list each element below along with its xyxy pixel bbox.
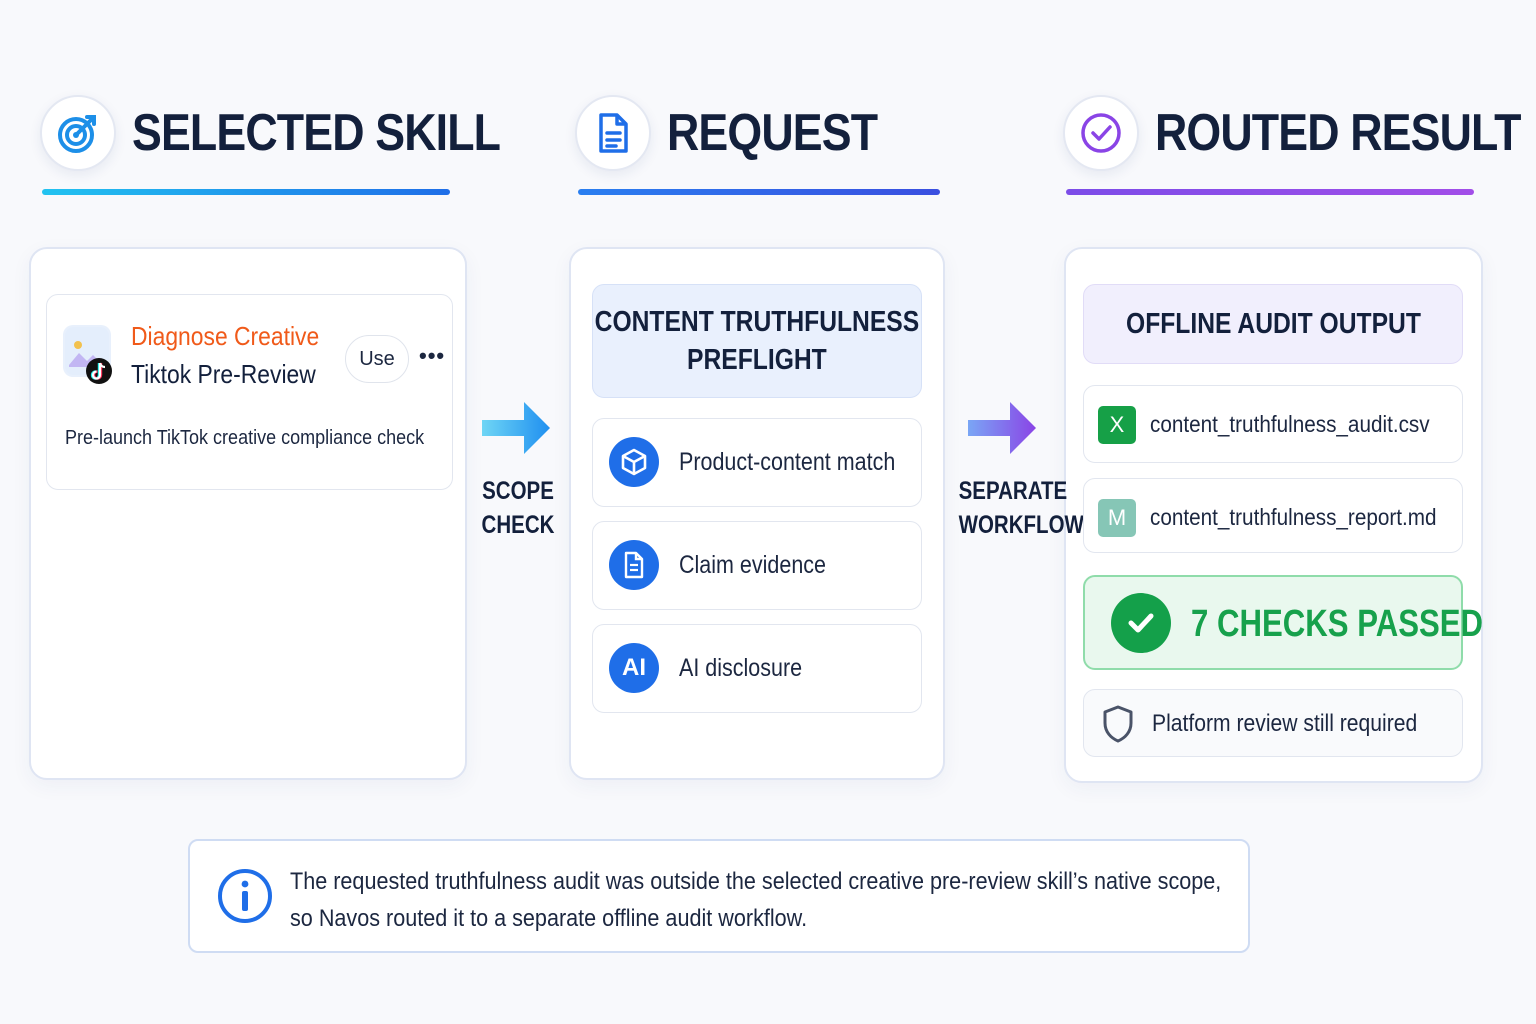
checks-passed-badge: 7 CHECKS PASSED <box>1083 575 1483 670</box>
column-title: REQUEST <box>667 104 878 162</box>
request-item: Claim evidence <box>592 521 922 610</box>
header-request: REQUEST <box>575 88 911 178</box>
result-header: OFFLINE AUDIT OUTPUT <box>1083 284 1463 364</box>
checks-passed-text: 7 CHECKS PASSED <box>1191 603 1484 645</box>
arrow-right-icon <box>482 402 550 454</box>
header-underline <box>1066 189 1474 195</box>
ai-icon: AI <box>609 643 659 693</box>
skill-description: Pre-launch TikTok creative compliance ch… <box>65 427 425 449</box>
column-title: SELECTED SKILL <box>132 104 501 162</box>
more-options-icon[interactable]: ••• <box>419 343 446 368</box>
file-row[interactable]: M content_truthfulness_report.md <box>1083 478 1463 553</box>
markdown-icon: M <box>1098 499 1136 537</box>
file-name: content_truthfulness_audit.csv <box>1150 411 1430 437</box>
arrow-right-icon <box>968 402 1036 454</box>
separate-workflow-label: SEPARATE WORKFLOW <box>958 477 1084 539</box>
header-selected-skill: SELECTED SKILL <box>40 88 560 178</box>
tiktok-icon <box>63 325 112 384</box>
spreadsheet-icon: X <box>1098 406 1136 444</box>
skill-card[interactable]: Diagnose Creative Tiktok Pre-Review Use … <box>46 294 453 490</box>
column-title: ROUTED RESULT <box>1155 104 1521 162</box>
check-circle-icon <box>1063 95 1139 171</box>
check-icon <box>1111 593 1171 653</box>
request-item: Product-content match <box>592 418 922 507</box>
request-item-label: Claim evidence <box>679 551 826 579</box>
info-icon <box>218 869 272 923</box>
target-icon <box>40 95 116 171</box>
request-item-label: Product-content match <box>679 448 896 476</box>
info-note-text: The requested truthfulness audit was out… <box>290 868 1222 932</box>
request-header: CONTENT TRUTHFULNESS PREFLIGHT <box>592 284 922 398</box>
document-icon <box>575 95 651 171</box>
request-item: AI AI disclosure <box>592 624 922 713</box>
skill-title: Diagnose Creative <box>131 321 320 351</box>
request-item-label: AI disclosure <box>679 654 803 682</box>
header-underline <box>42 189 450 195</box>
skill-subtitle: Tiktok Pre-Review <box>131 359 316 389</box>
info-note: The requested truthfulness audit was out… <box>188 839 1250 953</box>
file-name: content_truthfulness_report.md <box>1150 504 1437 530</box>
scope-check-label: SCOPE CHECK <box>481 477 555 539</box>
shield-icon <box>1103 705 1133 743</box>
platform-review-text: Platform review still required <box>1152 710 1418 737</box>
header-routed-result: ROUTED RESULT <box>1063 88 1536 178</box>
document-icon <box>609 540 659 590</box>
use-button[interactable]: Use <box>345 335 409 383</box>
file-row[interactable]: X content_truthfulness_audit.csv <box>1083 385 1463 463</box>
platform-review-notice: Platform review still required <box>1083 689 1463 757</box>
cube-icon <box>609 437 659 487</box>
header-underline <box>578 189 940 195</box>
